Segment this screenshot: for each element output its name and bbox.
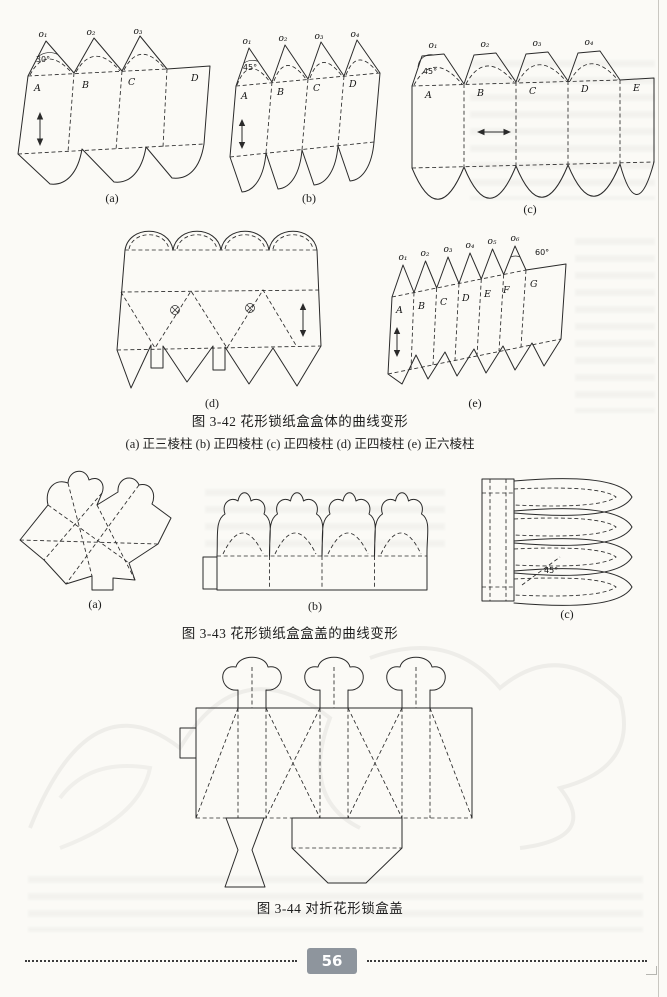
fig42-caption: 图 3-42 花形锁纸盒盒体的曲线变形 bbox=[191, 414, 409, 429]
o1-label: o₁ bbox=[398, 253, 407, 263]
panel-label-c: C bbox=[440, 297, 448, 308]
panel-label-g: G bbox=[530, 279, 538, 290]
bleed-through-text bbox=[575, 238, 655, 413]
footer-rule-left bbox=[25, 960, 297, 962]
fig43a-folded-lid-diagram bbox=[19, 470, 172, 591]
panel-label-b: B bbox=[476, 88, 484, 99]
page-number-badge: 56 bbox=[307, 948, 357, 974]
angle-arc bbox=[37, 52, 59, 58]
scan-corner-mark bbox=[646, 966, 657, 975]
panel-label-b: B bbox=[417, 301, 425, 312]
o2-label: o₂ bbox=[278, 34, 287, 44]
o2-label: o₂ bbox=[86, 28, 95, 38]
fig43b-lid-dieline-diagram bbox=[202, 492, 429, 591]
o1-label: o₁ bbox=[242, 37, 251, 47]
o4-label: o₄ bbox=[350, 30, 359, 40]
panel-label-e: E bbox=[483, 289, 491, 300]
glue-flap bbox=[202, 556, 218, 590]
fig42e-dieline-diagram: 60° o₁ o₂ o₃ o₄ o₅ o₆ A B C D E F G bbox=[387, 234, 567, 385]
o2-label: o₂ bbox=[420, 249, 429, 259]
angle-label: 45° bbox=[423, 67, 437, 76]
o5-label: o₅ bbox=[487, 237, 496, 247]
fig42b-sublabel: (b) bbox=[302, 191, 316, 205]
register-mark-icon bbox=[170, 305, 180, 315]
panel-label-d: D bbox=[461, 293, 470, 304]
horizontal-double-arrow-icon bbox=[477, 128, 511, 136]
side-tab bbox=[179, 727, 197, 759]
angle-arc bbox=[510, 255, 521, 258]
funnel-flap bbox=[224, 817, 266, 888]
fig44-caption: 图 3-44 对折花形锁盒盖 bbox=[256, 901, 404, 916]
o1-label: o₁ bbox=[38, 30, 47, 40]
panel-label-d: D bbox=[190, 73, 199, 84]
page-edge-line bbox=[658, 0, 659, 997]
angle-label: 45° bbox=[544, 566, 558, 575]
o1-label: o₁ bbox=[428, 41, 437, 51]
fig42c-sublabel: (c) bbox=[523, 202, 537, 216]
fig43b-sublabel: (b) bbox=[308, 599, 322, 613]
vertical-double-arrow-icon bbox=[238, 119, 246, 149]
fig42d-dieline-diagram bbox=[116, 230, 322, 389]
panel-label-f: F bbox=[502, 285, 510, 296]
fig42e-sublabel: (e) bbox=[468, 396, 482, 410]
panel-label-c: C bbox=[529, 86, 537, 97]
o3-label: o₃ bbox=[314, 32, 323, 42]
fig43c-sublabel: (c) bbox=[560, 607, 574, 621]
fig42d-sublabel: (d) bbox=[205, 396, 219, 410]
fig43c-lid-dieline-diagram: 45° bbox=[481, 478, 633, 606]
fig43-caption: 图 3-43 花形锁纸盒盒盖的曲线变形 bbox=[181, 626, 399, 641]
o3-label: o₃ bbox=[532, 39, 541, 49]
vertical-double-arrow-icon bbox=[299, 303, 307, 337]
angle-label: 60° bbox=[535, 248, 549, 257]
register-mark-icon bbox=[245, 303, 255, 313]
panel-label-b: B bbox=[81, 80, 89, 91]
panel-label-a: A bbox=[240, 91, 248, 102]
panel-label-a: A bbox=[395, 305, 403, 316]
panel-label-a: A bbox=[33, 83, 41, 94]
angle-arc bbox=[417, 54, 435, 68]
panel-label-a: A bbox=[424, 90, 432, 101]
angle-label: 30° bbox=[36, 55, 50, 64]
fig42c-dieline-diagram: 45° o₁ o₂ o₃ o₄ A B C D E bbox=[411, 38, 655, 200]
panel-label-c: C bbox=[128, 77, 136, 88]
hexagon-flap bbox=[291, 817, 403, 884]
o3-label: o₃ bbox=[443, 245, 452, 255]
angle-label: 45° bbox=[243, 63, 257, 72]
o2-label: o₂ bbox=[480, 40, 489, 50]
o6-label: o₆ bbox=[510, 234, 519, 244]
o3-label: o₃ bbox=[133, 28, 142, 37]
fig42-subcaption: (a) 正三棱柱 (b) 正四棱柱 (c) 正四棱柱 (d) 正四棱柱 (e) … bbox=[125, 437, 475, 451]
panel-label-d: D bbox=[348, 79, 357, 90]
footer-rule-right bbox=[367, 960, 647, 962]
o4-label: o₄ bbox=[584, 38, 593, 48]
vertical-double-arrow-icon bbox=[36, 112, 44, 146]
angle-arc bbox=[243, 60, 259, 64]
fig42a-dieline-diagram: 30° o₁ o₂ o₃ A B C D bbox=[17, 27, 211, 185]
fig43a-sublabel: (a) bbox=[88, 597, 102, 611]
fig42a-sublabel: (a) bbox=[105, 191, 119, 205]
vertical-double-arrow-icon bbox=[393, 327, 401, 357]
panel-label-e: E bbox=[632, 83, 640, 94]
fig42b-dieline-diagram: 45° o₁ o₂ o₃ o₄ A B C D bbox=[229, 30, 381, 193]
panel-label-d: D bbox=[580, 84, 589, 95]
panel-label-c: C bbox=[313, 83, 321, 94]
o4-label: o₄ bbox=[465, 241, 474, 251]
fig44-dieline-diagram bbox=[179, 656, 473, 888]
panel-label-b: B bbox=[276, 87, 284, 98]
